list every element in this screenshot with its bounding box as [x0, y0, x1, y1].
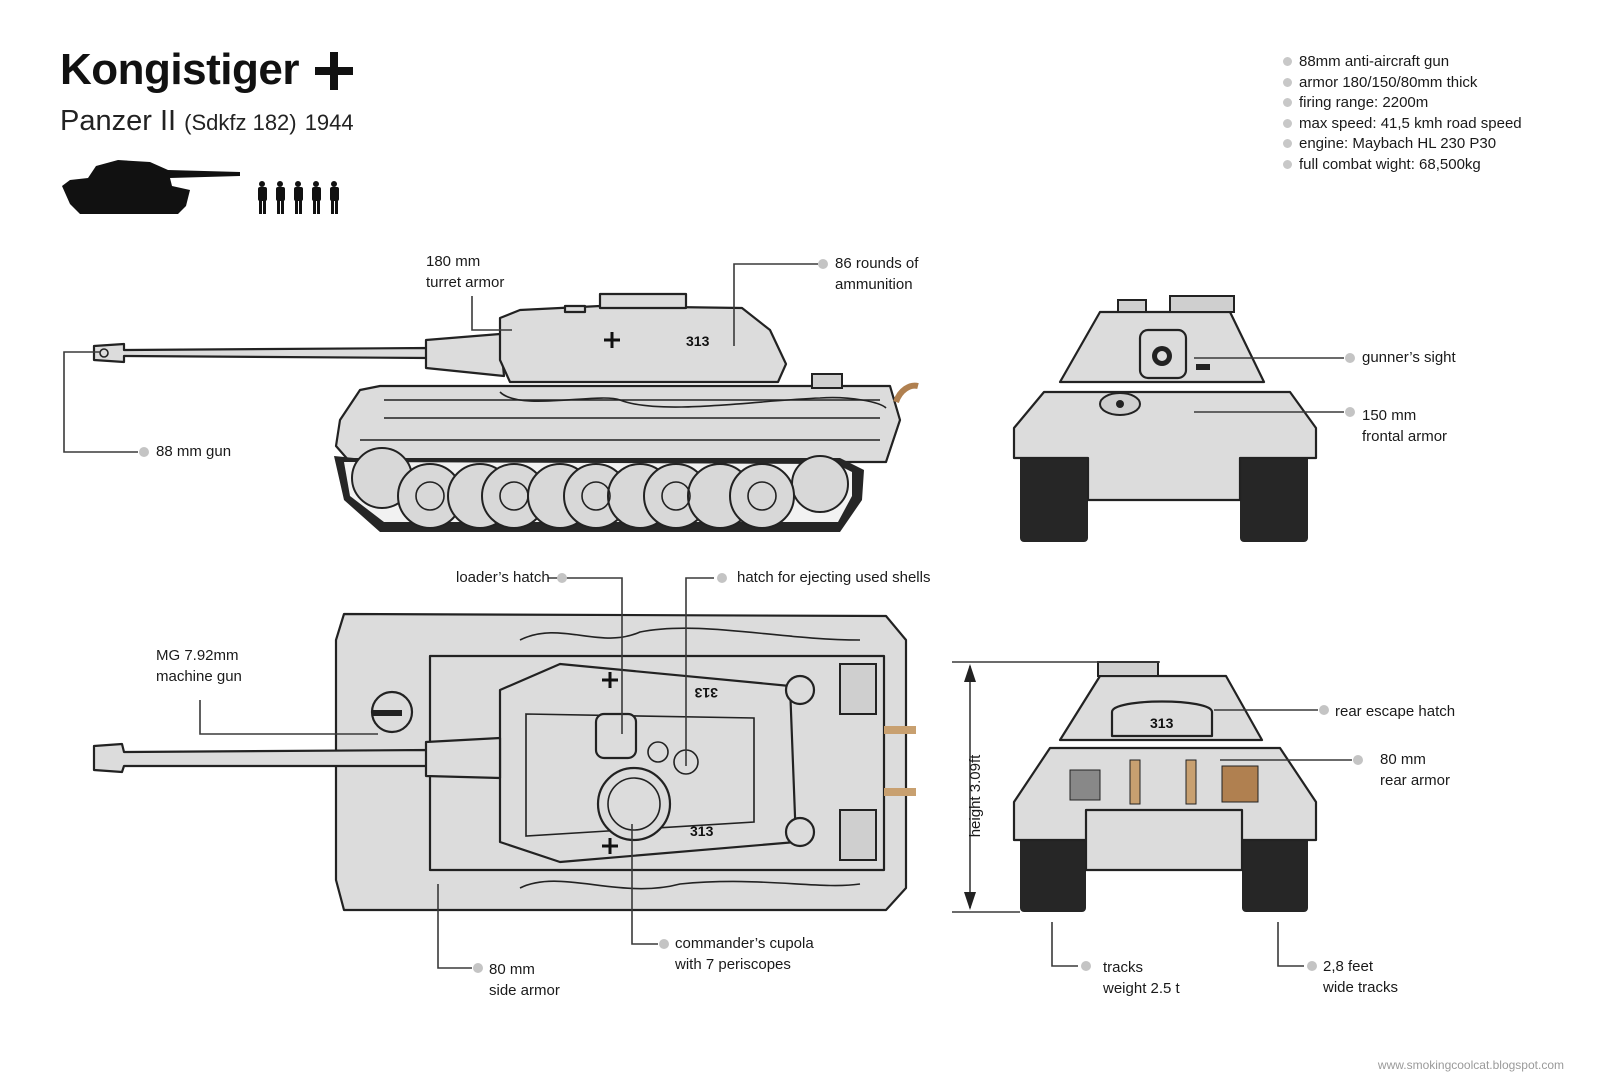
- tank-top-view: 313 313: [92, 612, 916, 912]
- tank-silhouette-icon: [62, 160, 240, 214]
- subtitle-designation: (Sdkfz 182): [184, 110, 297, 135]
- spec-item: 88mm anti-aircraft gun: [1283, 52, 1522, 73]
- callout-side-armor: 80 mm side armor: [489, 961, 560, 999]
- road-wheels: [397, 463, 795, 529]
- callout-leaders: [63, 259, 1363, 973]
- callout-rear-armor: 80 mm rear armor: [1380, 751, 1451, 789]
- page-title: Kongistiger: [60, 45, 299, 94]
- tank-side-view: 313: [92, 292, 919, 532]
- callout-loaders-hatch: loader’s hatch: [456, 569, 550, 586]
- spec-list: 88mm anti-aircraft gun armor 180/150/80m…: [1283, 52, 1522, 176]
- spec-item: engine: Maybach HL 230 P30: [1283, 134, 1522, 155]
- callout-turret-armor: 180 mm turret armor: [426, 253, 505, 291]
- callout-machine-gun: MG 7.92mm machine gun: [156, 647, 242, 685]
- callout-tracks: tracks weight 2.5 t: [1103, 959, 1180, 997]
- svg-text:313: 313: [694, 685, 718, 701]
- callout-gunners-sight: gunner’s sight: [1362, 349, 1456, 366]
- height-dimension-label: height 3.09ft: [966, 754, 984, 838]
- callout-frontal-armor: 150 mm frontal armor: [1362, 407, 1448, 445]
- callout-track-width: 2,8 feet wide tracks: [1323, 958, 1399, 996]
- spec-item: full combat wight: 68,500kg: [1283, 155, 1522, 176]
- tank-rear-view: 313: [952, 661, 1318, 913]
- subtitle-model: Panzer II: [60, 105, 177, 137]
- svg-text:313: 313: [686, 333, 710, 349]
- callout-ammunition: 86 rounds of ammunition: [835, 255, 919, 293]
- tank-front-view: [1012, 295, 1318, 542]
- spec-item: max speed: 41,5 kmh road speed: [1283, 114, 1522, 135]
- credit-text: www.smokingcoolcat.blogspot.com: [1377, 1058, 1564, 1072]
- svg-text:313: 313: [1150, 715, 1174, 731]
- callout-rear-escape-hatch: rear escape hatch: [1335, 703, 1456, 720]
- callout-ejection-hatch: hatch for ejecting used shells: [737, 569, 931, 586]
- svg-text:313: 313: [690, 823, 714, 839]
- spec-item: firing range: 2200m: [1283, 93, 1522, 114]
- callout-gun: 88 mm gun: [156, 443, 232, 460]
- subtitle-year: 1944: [304, 110, 354, 135]
- spec-item: armor 180/150/80mm thick: [1283, 73, 1522, 94]
- cross-icon: [315, 52, 353, 90]
- page-subtitle: Panzer II (Sdkfz 182) 1944: [60, 104, 354, 140]
- callout-commanders-cupola: commander’s cupola with 7 periscopes: [675, 935, 814, 973]
- soldier-silhouette-icon: [258, 181, 339, 214]
